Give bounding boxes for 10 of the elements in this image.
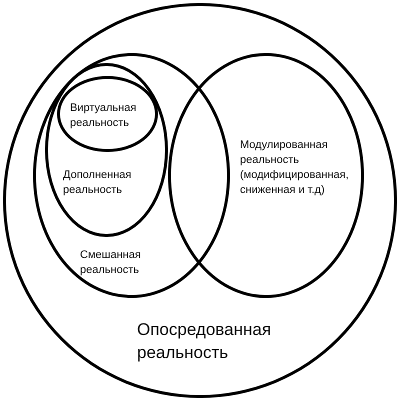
set-label: Опосредованная реальность	[137, 319, 272, 364]
set-label: Виртуальная реальность	[70, 101, 138, 131]
set-label: Модулированная реальность (модифицированная, сниженная и т.д)	[240, 138, 350, 198]
set-label: Дополненная реальность	[63, 168, 132, 198]
set-ellipse	[33, 53, 230, 298]
set-label: Смешанная реальность	[80, 248, 142, 278]
set-ellipse	[45, 63, 168, 237]
set-ellipse	[168, 53, 364, 298]
set-circle	[3, 3, 397, 398]
set-ellipse	[57, 76, 158, 152]
